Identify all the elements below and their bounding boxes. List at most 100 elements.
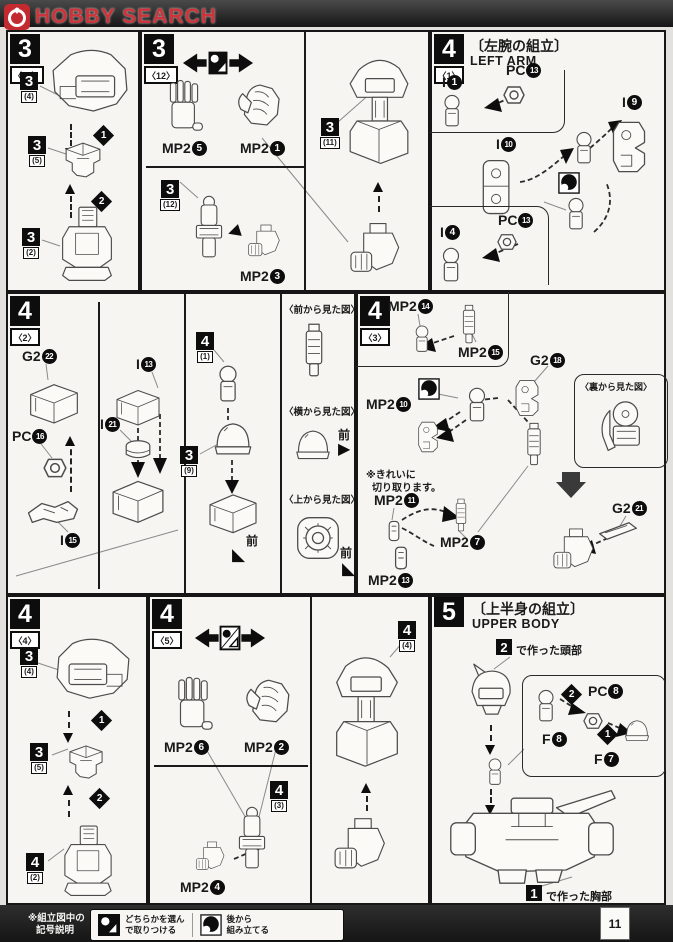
hand-assembly-illustration <box>328 817 398 881</box>
pc-bushing-illustration <box>582 711 604 731</box>
strip-part-illustration <box>596 520 640 542</box>
next-step-arrow-icon <box>556 472 586 498</box>
assembly-arrow-up <box>65 436 75 492</box>
panel-4-4: 4 〈4〉 3 (4) 1 3 (5) 2 4 (2) <box>6 595 148 905</box>
legend-item-text: どちらかを選ん で取りつける <box>125 914 185 935</box>
step-substep: 〈2〉 <box>10 328 40 346</box>
front-label: 前 <box>338 428 351 442</box>
view-title: 〈裏から見た図〉 <box>580 382 653 392</box>
front-label: 前 <box>246 534 259 548</box>
helmet-part-illustration <box>460 661 522 719</box>
part-badge: 3 (9) <box>180 446 198 477</box>
socket-part-illustration <box>64 743 108 781</box>
bracket-part-illustration <box>412 420 444 454</box>
dome-part-illustration <box>210 418 256 458</box>
assembly-arrow-up <box>65 184 75 218</box>
elbow-joint-illustration <box>570 128 598 168</box>
panel-divider <box>280 294 282 593</box>
panel-4-2: 4 〈2〉 G2 22 PC 16 I 15 I 13 I 21 <box>6 292 360 595</box>
trim-note-line1: ※きれいに <box>366 470 416 481</box>
socket-part-illustration <box>60 140 106 180</box>
front-label: 前 <box>340 546 353 560</box>
scan-bottom-bar: ※組立図中の 記号説明 どちらかを選ん で取りつける <box>0 905 673 942</box>
panel-4-5: 4 〈5〉 MP2 6 MP2 2 4 (3) MP2 4 <box>148 595 430 905</box>
head-torso-unit-illustration <box>340 44 418 176</box>
choose-one-icon <box>98 914 120 936</box>
legend-item-text: 後から 組み立てる <box>226 914 270 935</box>
front-arrow-icon: ◣ <box>342 559 356 578</box>
part-label: I 13 <box>136 356 156 372</box>
part-badge: 3 (4) <box>20 647 38 678</box>
step-substep: 〈5〉 <box>152 631 182 649</box>
assemble-later-icon <box>418 378 440 400</box>
head-part-illustration <box>46 46 134 118</box>
choose-one-icon <box>182 51 254 75</box>
step-number: 4 <box>434 34 464 64</box>
panel-divider <box>98 302 100 589</box>
part-label: PC 13 <box>506 62 542 78</box>
part-badge: 3 (11) <box>320 118 340 149</box>
hobbysearch-logo-text: HOBBY SEARCH <box>35 5 217 28</box>
hobbysearch-flame-icon <box>4 4 30 30</box>
panel-3-12: 3 〈12〉 MP2 5 MP2 1 3 (12) ◀ MP2 3 <box>140 30 430 292</box>
step-substep: 〈3〉 <box>360 328 390 346</box>
front-view-illustration <box>302 320 326 380</box>
grip-hand-part-illustration <box>242 673 296 729</box>
step-number: 4 <box>10 599 40 629</box>
assembly-arrow-down <box>63 711 73 743</box>
bracket-part-illustration <box>510 378 544 418</box>
assembly-arrow-up <box>63 785 73 817</box>
part-badge: 3 (4) <box>20 72 38 103</box>
assembly-order-mark: 1 <box>90 709 113 732</box>
part-label: MP2 2 <box>244 739 289 755</box>
lower-joint-illustration <box>562 192 590 236</box>
part-label: G2 22 <box>22 348 57 364</box>
legend-title-line1: ※組立図中の <box>28 913 85 924</box>
step-substep: 〈12〉 <box>144 66 179 84</box>
wrist-part-illustration <box>188 194 230 260</box>
part-label: MP2 14 <box>388 298 433 314</box>
assembly-arrow-up <box>361 783 371 811</box>
made-in-step-box: 1 <box>526 885 542 901</box>
joint-part-illustration <box>436 244 466 286</box>
part-label: MP2 3 <box>240 268 285 284</box>
panel-divider <box>154 765 308 767</box>
assembly-arrow-down <box>485 725 495 755</box>
step-number: 4 <box>152 599 182 629</box>
joint-part-illustration <box>438 92 466 130</box>
page-number: 11 <box>600 907 630 940</box>
pc-bushing-illustration <box>42 456 68 480</box>
part-label: MP2 5 <box>162 140 207 156</box>
assemble-later-icon <box>558 172 580 194</box>
hand-unit-illustration <box>192 841 232 877</box>
part-label: PC 16 <box>12 428 48 444</box>
panel-divider <box>146 166 304 168</box>
part-label: I 4 <box>440 224 460 240</box>
torso-part-illustration <box>56 823 120 897</box>
assembly-arrow-up <box>373 182 383 212</box>
back-view-illustration <box>596 396 648 458</box>
part-label: MP2 4 <box>180 879 225 895</box>
part-badge: 4 (2) <box>26 853 44 884</box>
made-in-step-box: 2 <box>496 639 512 655</box>
back-view-inset <box>574 374 668 468</box>
part-badge: 3 (5) <box>30 743 48 774</box>
panel-4-1: 4 〈1〉 〔左腕の組立〕 LEFT ARM I 1 PC 13 I 9 I 1… <box>430 30 666 292</box>
part-label: I 10 <box>496 136 516 152</box>
hobbysearch-watermark: HOBBY SEARCH <box>4 4 217 30</box>
made-in-step-text: で作った頭部 <box>516 645 582 657</box>
cap-part-illustration <box>622 713 652 747</box>
panel-5: 5 〔上半身の組立〕 UPPER BODY 2 で作った頭部 F 8 2 PC … <box>430 595 666 905</box>
small-part-illustration <box>392 544 410 572</box>
open-hand-part-illustration <box>164 78 204 136</box>
panel-divider <box>184 294 186 593</box>
part-label: G2 18 <box>530 352 565 368</box>
step-number: 5 <box>434 597 464 627</box>
panel-3-11: 3 〈11〉 3 (4) 1 3 (5) 2 3 (2) <box>6 30 140 292</box>
neck-joint-illustration <box>482 757 508 787</box>
made-in-step-text: で作った胸部 <box>546 891 612 903</box>
cylinder-part-illustration <box>122 438 154 462</box>
view-title: 〈上から見た図〉 <box>284 495 361 506</box>
side-part-illustration <box>522 422 546 466</box>
